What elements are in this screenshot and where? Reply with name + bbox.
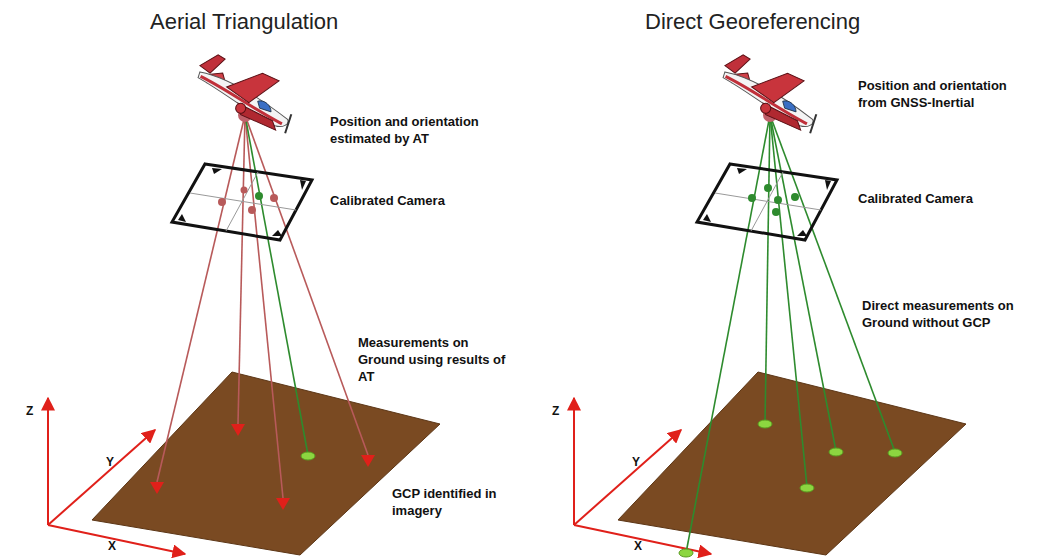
axis-label: Z (552, 404, 559, 420)
callout-text: Direct measurements on Ground without GC… (862, 298, 1022, 332)
callout-text: Position and orientation estimated by AT (330, 114, 480, 148)
axis-label: Y (632, 455, 640, 471)
callout-text: Measurements on Ground using results of … (358, 335, 513, 386)
callout-text: Calibrated Camera (330, 193, 470, 210)
callout-text: Calibrated Camera (858, 191, 998, 208)
axis-label: Z (26, 404, 33, 420)
callout-text: Position and orientation from GNSS-Inert… (858, 78, 1008, 112)
panel-heading: Aerial Triangulation (150, 8, 338, 37)
axis-label: X (634, 539, 642, 555)
axis-label: X (108, 539, 116, 555)
callout-text: GCP identified in imagery (392, 486, 502, 520)
axis-label: Y (106, 455, 114, 471)
panel-heading: Direct Georeferencing (645, 8, 860, 37)
